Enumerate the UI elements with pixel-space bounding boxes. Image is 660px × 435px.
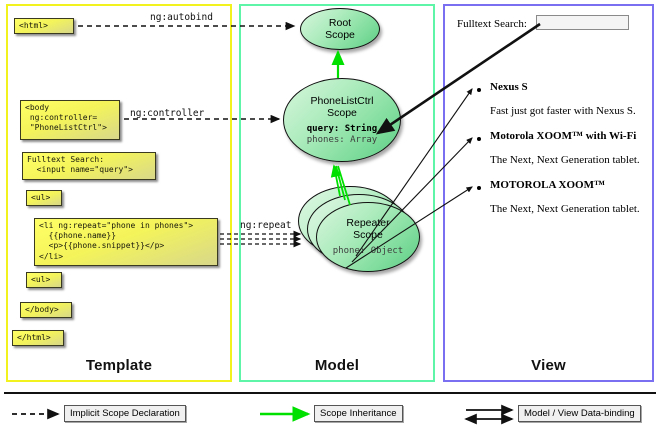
view-phone-snippet-1: The Next, Next Generation tablet. <box>490 154 640 166</box>
view-phone-snippet-2: The Next, Next Generation tablet. <box>490 203 640 215</box>
view-phone-name-2: MOTOROLA XOOM™ <box>490 179 605 191</box>
code-box-li-repeat: <li ng:repeat="phone in phones"> {{phone… <box>34 218 218 266</box>
column-view: View <box>443 4 654 382</box>
column-label-view: View <box>531 357 566 374</box>
legend-label-inheritance: Scope Inheritance <box>314 405 403 422</box>
code-box-fulltext-search: Fulltext Search: <input name="query"> <box>22 152 156 180</box>
connector-label-autobind: ng:autobind <box>150 12 213 23</box>
code-box-body-close: </body> <box>20 302 72 318</box>
code-box-html-close: </html> <box>12 330 64 346</box>
legend-glyph-databinding <box>464 404 514 425</box>
scope-phonelistctrl-props: query: String phones: Array <box>307 124 377 146</box>
view-bullet-1 <box>477 137 481 141</box>
view-bullet-0 <box>477 88 481 92</box>
connector-label-repeat: ng:repeat <box>240 220 292 231</box>
legend-label-databinding: Model / View Data-binding <box>518 405 641 422</box>
column-label-model: Model <box>314 357 360 374</box>
code-box-html-open: <html> <box>14 18 74 34</box>
scope-prop-phone: phone: Object <box>332 246 404 257</box>
code-box-ul-open: <ul> <box>26 190 62 206</box>
scope-repeater-props: phone: Object <box>333 246 403 257</box>
legend-divider <box>4 392 656 394</box>
column-label-template: Template <box>85 357 153 374</box>
view-phone-snippet-0: Fast just got faster with Nexus S. <box>490 105 636 117</box>
connector-label-controller: ng:controller <box>130 108 205 119</box>
view-phone-name-0: Nexus S <box>490 81 528 93</box>
scope-prop-query: query: String <box>306 123 378 134</box>
view-bullet-2 <box>477 186 481 190</box>
scope-prop-phones: phones: Array <box>306 134 378 145</box>
code-box-ul-close: <ul> <box>26 272 62 288</box>
view-phone-name-1: Motorola XOOM™ with Wi-Fi <box>490 130 637 142</box>
view-search-input[interactable] <box>536 15 629 30</box>
legend-label-implicit: Implicit Scope Declaration <box>64 405 186 422</box>
view-search-label: Fulltext Search: <box>457 18 527 30</box>
code-box-body-open: <body ng:controller= "PhoneListCtrl"> <box>20 100 120 140</box>
